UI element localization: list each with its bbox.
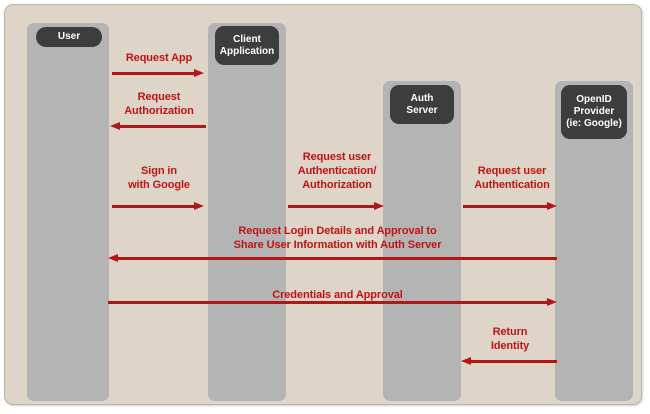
actor-openid-provider[interactable]: OpenID Provider (ie: Google) xyxy=(561,85,627,139)
arrow-shaft xyxy=(288,205,375,208)
arrow-shaft xyxy=(119,125,206,128)
arrow-head-right-icon xyxy=(547,202,557,210)
arrow-shaft xyxy=(463,205,548,208)
arrow-head-left-icon xyxy=(461,357,471,365)
lifeline-user xyxy=(27,23,109,401)
arrow-head-right-icon xyxy=(374,202,384,210)
actor-user[interactable]: User xyxy=(36,27,102,47)
arrow-shaft xyxy=(108,301,548,304)
arrow-head-left-icon xyxy=(108,254,118,262)
arrow-shaft xyxy=(112,205,195,208)
arrow-shaft xyxy=(112,72,195,75)
arrow-shaft xyxy=(117,257,557,260)
message-arrow-request-app xyxy=(112,69,204,78)
arrow-shaft xyxy=(470,360,557,363)
message-label-sign-in-with-google: Sign in with Google xyxy=(128,165,190,191)
message-arrow-request-user-authentication-authorization xyxy=(288,202,384,211)
arrow-head-right-icon xyxy=(547,298,557,306)
message-arrow-request-user-authentication xyxy=(463,202,557,211)
message-arrow-credentials-and-approval xyxy=(108,298,557,307)
lifeline-client-application xyxy=(208,23,286,401)
message-arrow-request-login-details xyxy=(108,254,557,263)
message-label-credentials-and-approval: Credentials and Approval xyxy=(272,289,403,301)
actor-auth-server[interactable]: Auth Server xyxy=(390,85,454,124)
message-label-request-user-authentication: Request user Authentication xyxy=(474,165,550,191)
message-arrow-request-authorization xyxy=(110,122,206,131)
arrow-head-right-icon xyxy=(194,202,204,210)
message-label-request-user-authentication-authorization: Request user Authentication/ Authorizati… xyxy=(297,151,377,191)
message-label-request-login-details: Request Login Details and Approval to Sh… xyxy=(233,225,442,251)
actor-client-application[interactable]: Client Application xyxy=(215,26,279,65)
arrow-head-right-icon xyxy=(194,69,204,77)
lifeline-auth-server xyxy=(383,81,461,401)
message-label-request-authorization: Request Authorization xyxy=(124,91,194,117)
message-label-request-app: Request App xyxy=(125,52,193,64)
message-arrow-return-identity xyxy=(461,357,557,366)
message-label-return-identity: Return Identity xyxy=(490,326,530,352)
message-arrow-sign-in-with-google xyxy=(112,202,204,211)
arrow-head-left-icon xyxy=(110,122,120,130)
